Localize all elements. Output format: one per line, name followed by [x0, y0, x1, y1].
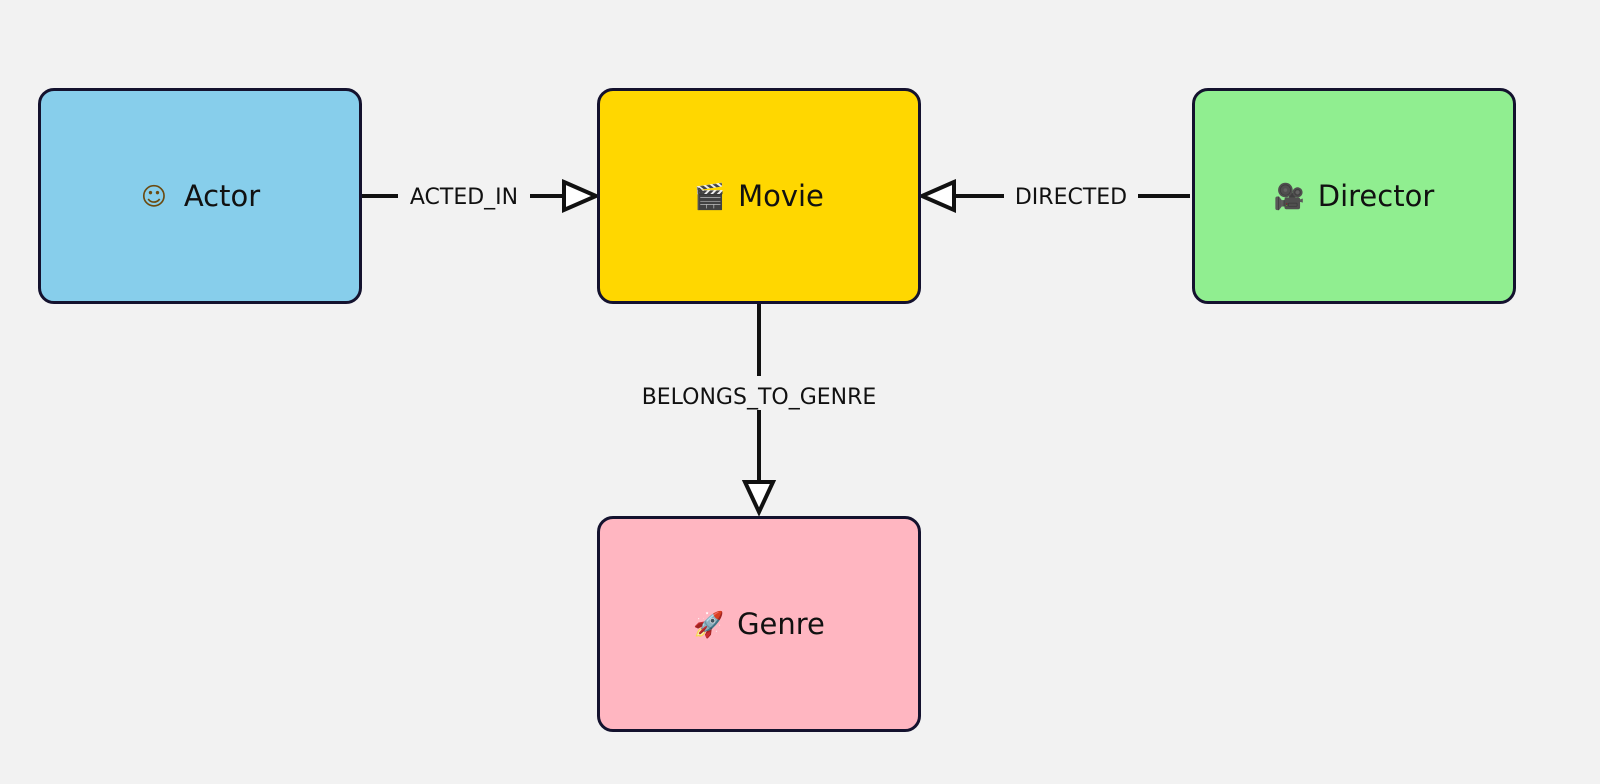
edge-directed: DIRECTED [922, 182, 1190, 210]
edge-belongs-to-genre-arrowhead [745, 482, 773, 512]
node-director[interactable]: 🎥 Director [1192, 88, 1516, 304]
node-actor[interactable]: ☺ Actor [38, 88, 362, 304]
edge-acted-in-arrowhead [564, 182, 596, 210]
edge-directed-arrowhead [922, 182, 954, 210]
node-movie-label: Movie [738, 179, 824, 213]
movie-camera-icon: 🎥 [1274, 184, 1302, 209]
person-icon: ☺ [140, 184, 168, 209]
edge-belongs-to-genre-label: BELONGS_TO_GENRE [642, 385, 877, 410]
node-movie[interactable]: 🎬 Movie [597, 88, 921, 304]
rocket-icon: 🚀 [693, 612, 721, 637]
edge-acted-in-label: ACTED_IN [410, 185, 518, 210]
node-director-label: Director [1318, 179, 1435, 213]
clapperboard-icon: 🎬 [694, 184, 722, 209]
edge-belongs-to-genre: BELONGS_TO_GENRE [642, 304, 877, 512]
node-actor-label: Actor [184, 179, 260, 213]
node-genre[interactable]: 🚀 Genre [597, 516, 921, 732]
edge-directed-label: DIRECTED [1015, 185, 1127, 210]
edge-acted-in: ACTED_IN [362, 182, 596, 210]
node-genre-label: Genre [737, 607, 825, 641]
